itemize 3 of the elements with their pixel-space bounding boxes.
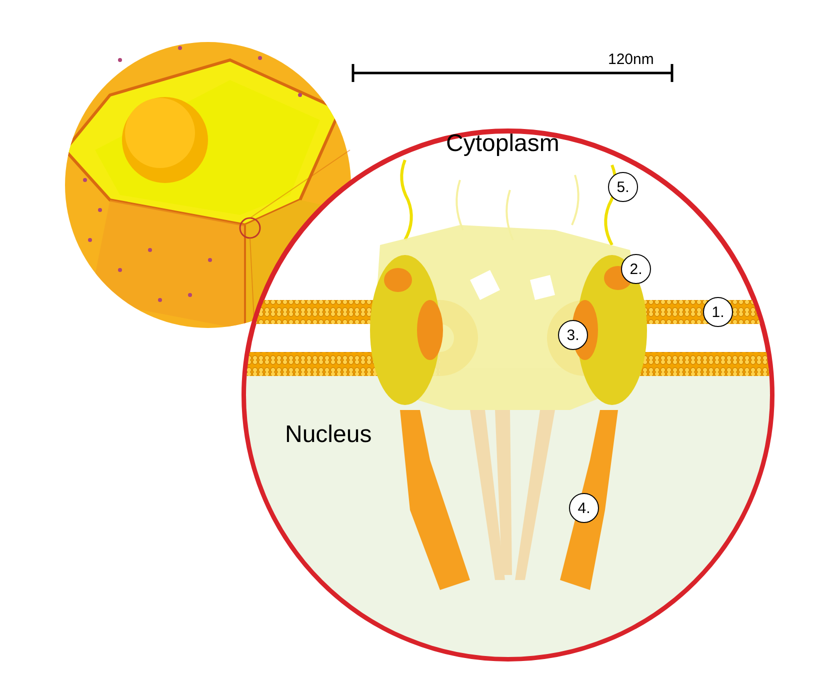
region-label: Cytoplasm: [446, 132, 560, 156]
scale-label: 120nm: [608, 52, 654, 67]
region-label: Nucleus: [285, 423, 372, 447]
